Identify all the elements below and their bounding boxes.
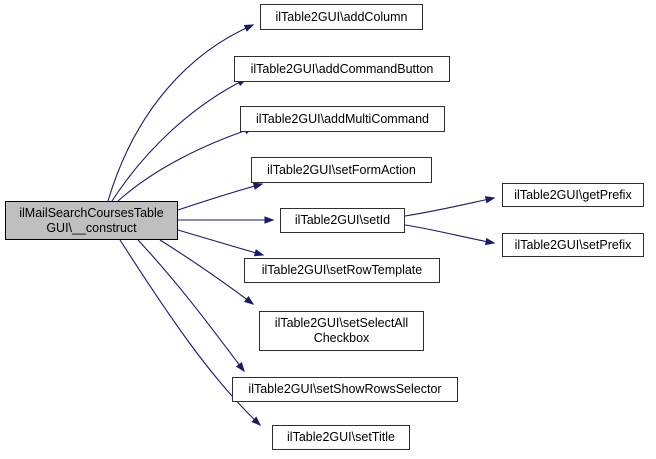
node-iltable2gui-setprefix[interactable]: ilTable2GUI\setPrefix	[502, 233, 644, 257]
node-iltable2gui-setformaction[interactable]: ilTable2GUI\setFormAction	[251, 157, 432, 183]
node-iltable2gui-addcolumn[interactable]: ilTable2GUI\addColumn	[260, 4, 423, 30]
node-iltable2gui-setselectallcheckbox[interactable]: ilTable2GUI\setSelectAll Checkbox	[259, 311, 424, 351]
edge-construct-addmulticommand	[117, 127, 255, 202]
node-ilmailsearchcoursestablegui-construct: ilMailSearchCoursesTable GUI\__construct	[5, 201, 178, 240]
edge-construct-setrowtemplate	[177, 229, 265, 257]
node-iltable2gui-addmulticommand[interactable]: ilTable2GUI\addMultiCommand	[240, 106, 445, 132]
edge-construct-setshowrowsselector	[137, 239, 245, 373]
edge-construct-addcommandbutton	[111, 78, 248, 202]
edge-construct-setselectallcheckbox	[159, 239, 255, 305]
edge-construct-setformaction	[177, 182, 264, 211]
node-iltable2gui-settitle[interactable]: ilTable2GUI\setTitle	[272, 425, 410, 450]
node-iltable2gui-getprefix[interactable]: ilTable2GUI\getPrefix	[502, 183, 644, 207]
edge-construct-addcolumn	[107, 24, 255, 202]
edge-setid-setprefix	[404, 224, 496, 246]
node-iltable2gui-setid[interactable]: ilTable2GUI\setId	[280, 208, 405, 233]
edge-setid-getprefix	[404, 196, 496, 217]
node-iltable2gui-addcommandbutton[interactable]: ilTable2GUI\addCommandButton	[234, 56, 450, 82]
edge-construct-settitle	[119, 239, 262, 427]
node-iltable2gui-setshowrowsselector[interactable]: ilTable2GUI\setShowRowsSelector	[232, 377, 458, 402]
node-iltable2gui-setrowtemplate[interactable]: ilTable2GUI\setRowTemplate	[244, 258, 440, 283]
